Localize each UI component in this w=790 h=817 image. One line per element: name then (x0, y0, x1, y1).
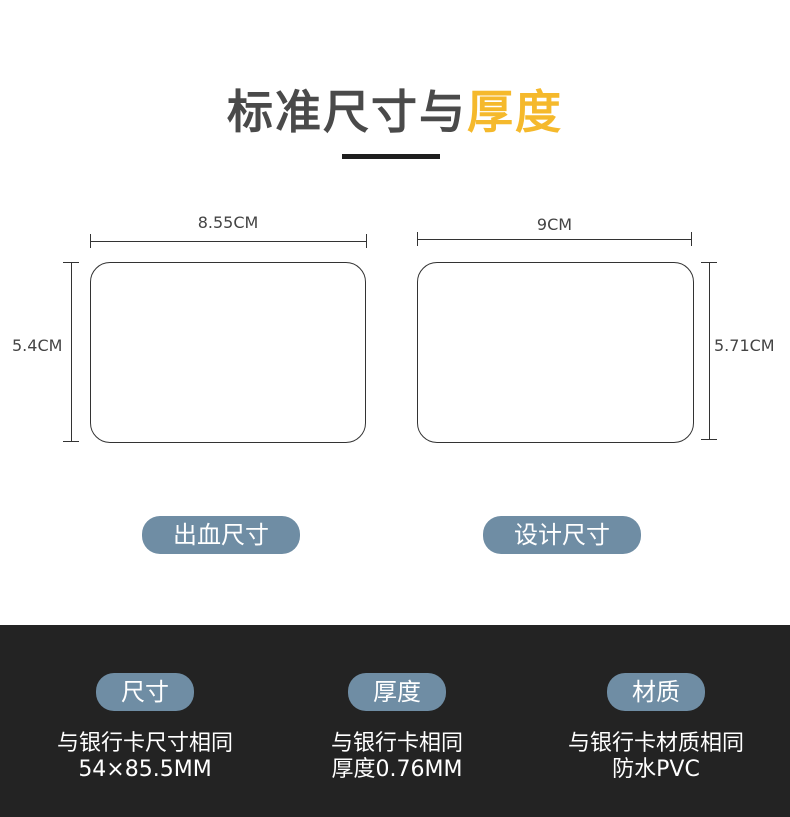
title-underline (342, 154, 440, 159)
right-height-line (709, 262, 710, 440)
feature-thickness-line1: 与银行卡相同 (330, 731, 463, 756)
left-width-label: 8.55CM (197, 213, 259, 232)
right-width-line (417, 239, 692, 240)
feature-size-text: 与银行卡尺寸相同 54×85.5MM (20, 731, 270, 783)
feature-thickness-text: 与银行卡相同 厚度0.76MM (272, 731, 522, 783)
feature-tag-size: 尺寸 (96, 673, 194, 711)
right-height-tick-top (701, 262, 717, 263)
right-height-label: 5.71CM (714, 336, 775, 355)
feature-size-line1: 与银行卡尺寸相同 (56, 731, 233, 756)
left-height-tick-bottom (63, 441, 79, 442)
right-height-tick-bottom (701, 439, 717, 440)
feature-thickness-line2: 厚度0.76MM (331, 757, 463, 782)
card-design-outline (417, 262, 694, 443)
title-main: 标准尺寸与 (227, 85, 467, 139)
features-footer (0, 625, 790, 817)
right-width-label: 9CM (536, 215, 573, 234)
feature-material-text: 与银行卡材质相同 防水PVC (530, 731, 782, 783)
feature-size-line2: 54×85.5MM (78, 757, 212, 782)
feature-tag-thickness: 厚度 (348, 673, 446, 711)
page-title: 标准尺寸与厚度 (0, 76, 790, 142)
card-bleed-outline (90, 262, 366, 443)
bleed-size-badge: 出血尺寸 (142, 516, 300, 554)
left-height-tick-top (63, 262, 79, 263)
left-width-tick-end (366, 234, 367, 248)
feature-tag-material: 材质 (607, 673, 705, 711)
left-width-line (90, 241, 366, 242)
left-height-label: 5.4CM (12, 336, 63, 355)
right-width-tick-start (417, 232, 418, 246)
feature-material-line1: 与银行卡材质相同 (567, 731, 744, 756)
feature-material-line2: 防水PVC (612, 757, 700, 782)
left-height-line (71, 262, 72, 442)
right-width-tick-end (691, 232, 692, 246)
design-size-badge: 设计尺寸 (483, 516, 641, 554)
title-accent: 厚度 (467, 85, 563, 139)
left-width-tick-start (90, 234, 91, 248)
